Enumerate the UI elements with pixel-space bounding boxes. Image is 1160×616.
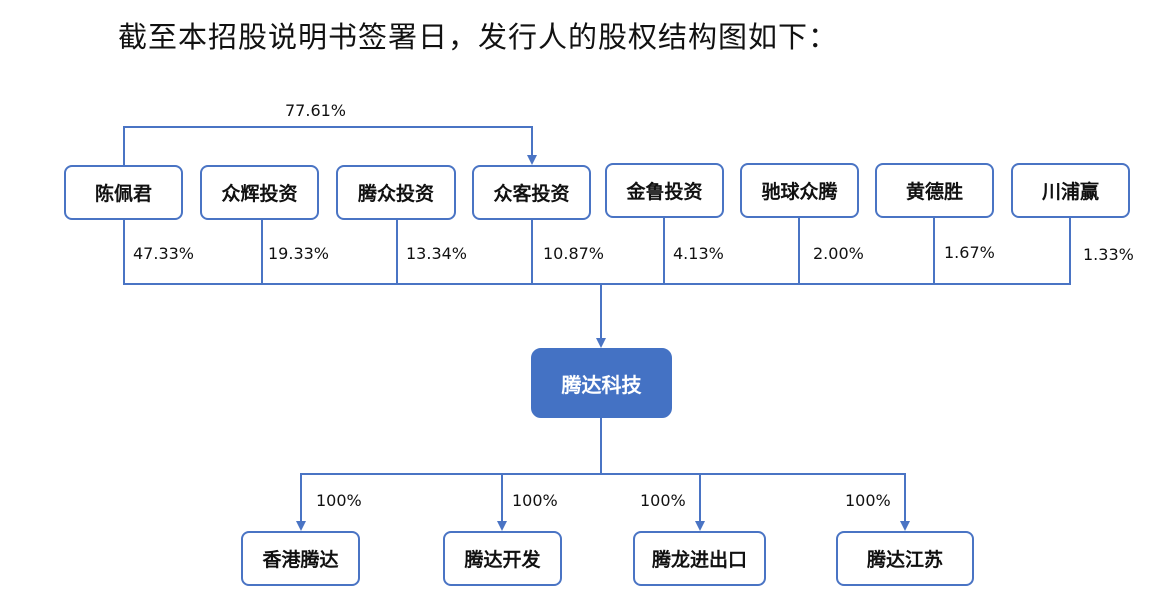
subsidiary-box: 香港腾达: [241, 531, 360, 586]
subsidiary-percent: 100%: [316, 491, 362, 510]
subsidiary-box: 腾龙进出口: [633, 531, 766, 586]
subsidiary-percent: 100%: [845, 491, 891, 510]
issuer-box: 腾达科技: [531, 348, 672, 418]
control-bracket: [123, 126, 537, 165]
shareholder-box: 陈佩君: [64, 165, 183, 220]
shareholder-percent: 47.33%: [133, 244, 195, 263]
control-percent: 77.61%: [285, 101, 347, 120]
shareholder-box: 驰球众腾: [740, 163, 859, 218]
subsidiary-percent: 100%: [512, 491, 558, 510]
shareholder-percent: 2.00%: [813, 244, 864, 263]
shareholder-box: 众辉投资: [200, 165, 319, 220]
subsidiary-box: 腾达江苏: [836, 531, 974, 586]
subsidiary-box: 腾达开发: [443, 531, 562, 586]
subsidiary-percent: 100%: [640, 491, 686, 510]
shareholder-box: 金鲁投资: [605, 163, 724, 218]
shareholder-box: 众客投资: [472, 165, 591, 220]
shareholder-percent: 10.87%: [543, 244, 605, 263]
page-heading: 截至本招股说明书签署日，发行人的股权结构图如下：: [118, 20, 839, 54]
shareholder-percent: 1.33%: [1083, 245, 1134, 264]
shareholder-percent: 1.67%: [944, 243, 995, 262]
shareholder-box: 腾众投资: [336, 165, 456, 220]
shareholder-box: 黄德胜: [875, 163, 994, 218]
shareholder-percent: 19.33%: [268, 244, 330, 263]
shareholder-percent: 4.13%: [673, 244, 724, 263]
shareholder-box: 川浦赢: [1011, 163, 1130, 218]
shareholder-percent: 13.34%: [406, 244, 468, 263]
